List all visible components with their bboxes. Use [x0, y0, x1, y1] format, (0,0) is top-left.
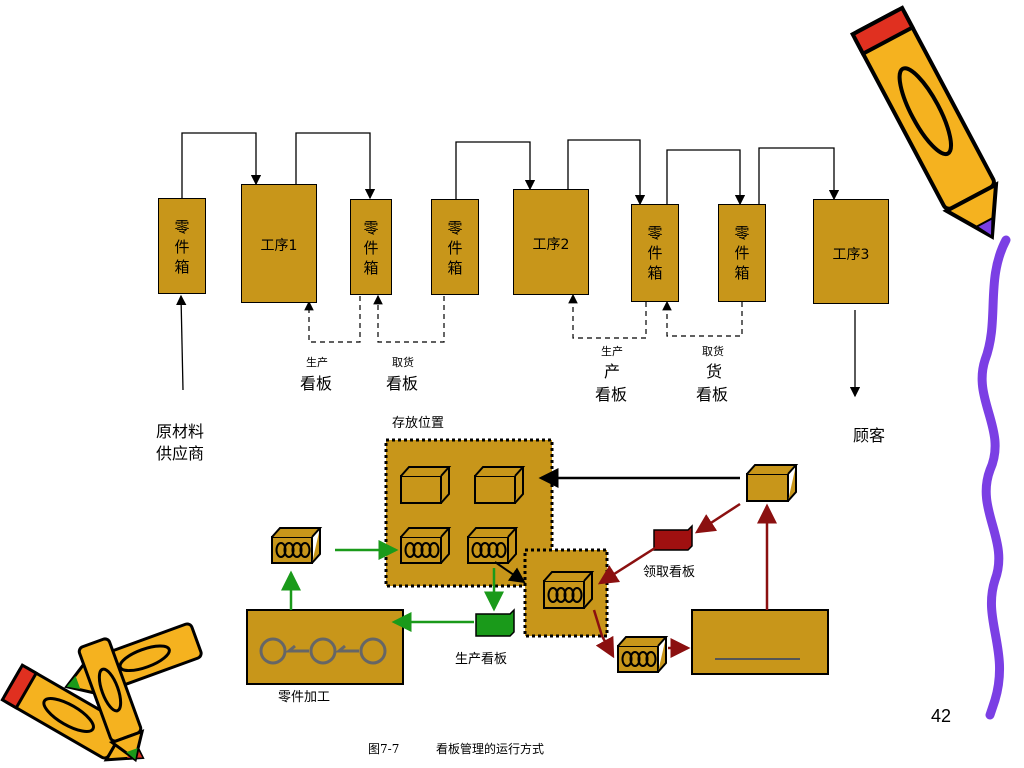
- parts-box-5-label: 零 件 箱: [734, 224, 750, 282]
- kanban-2-small-label: 取货: [392, 356, 414, 369]
- production-kanban-label: 生产看板: [455, 652, 508, 667]
- process-1-label: 工序1: [260, 238, 298, 254]
- kanban-4-label: 看板: [696, 385, 729, 404]
- kanban-4-small-label: 取货: [702, 345, 724, 358]
- kanban-4-mid-label: 货: [706, 362, 723, 381]
- supplier-label-line1: 原材料: [156, 422, 205, 441]
- full-container-icon: [271, 527, 323, 564]
- empty-container-icon: [400, 466, 452, 504]
- supplier-label-line2: 供应商: [156, 444, 205, 463]
- storage-label: 存放位置: [392, 416, 445, 431]
- parts-box-3-label: 零 件 箱: [447, 219, 463, 277]
- kanban-3-label: 看板: [595, 385, 628, 404]
- machining-cycle: [259, 637, 387, 665]
- process-3-box: 工序3: [813, 199, 889, 304]
- parts-box-2-label: 零 件 箱: [363, 219, 379, 277]
- machining-label: 零件加工: [278, 690, 331, 705]
- pickup-kanban-label: 领取看板: [643, 565, 696, 580]
- kanban-2-label: 看板: [386, 374, 419, 393]
- parts-box-1: 零 件 箱: [158, 198, 206, 294]
- production-kanban-card: [475, 608, 515, 637]
- full-container-icon: [543, 571, 595, 609]
- parts-box-3: 零 件 箱: [431, 199, 479, 295]
- next-process-area: [691, 609, 829, 675]
- page-number: 42: [931, 706, 952, 726]
- empty-container-icon: [746, 464, 799, 502]
- kanban-1-label: 看板: [300, 374, 333, 393]
- process-2-box: 工序2: [513, 189, 589, 295]
- full-container-icon: [467, 527, 519, 564]
- kanban-3-mid-label: 产: [604, 362, 621, 381]
- customer-label: 顾客: [853, 426, 886, 445]
- kanban-3-small-label: 生产: [601, 345, 623, 358]
- parts-box-1-label: 零 件 箱: [174, 218, 190, 276]
- process-1-box: 工序1: [241, 184, 317, 303]
- full-container-icon: [400, 527, 452, 564]
- machining-area: [246, 609, 404, 685]
- process-3-label: 工序3: [832, 247, 870, 263]
- parts-box-2: 零 件 箱: [350, 199, 392, 295]
- parts-box-5: 零 件 箱: [718, 204, 766, 302]
- full-container-icon: [617, 636, 669, 673]
- parts-box-4-label: 零 件 箱: [647, 224, 663, 282]
- figure-caption: 看板管理的运行方式: [436, 742, 545, 756]
- empty-container-icon: [474, 466, 526, 504]
- parts-box-4: 零 件 箱: [631, 204, 679, 302]
- kanban-1-small-label: 生产: [306, 356, 328, 369]
- figure-number: 图7-7: [368, 742, 400, 756]
- process-2-label: 工序2: [532, 237, 570, 253]
